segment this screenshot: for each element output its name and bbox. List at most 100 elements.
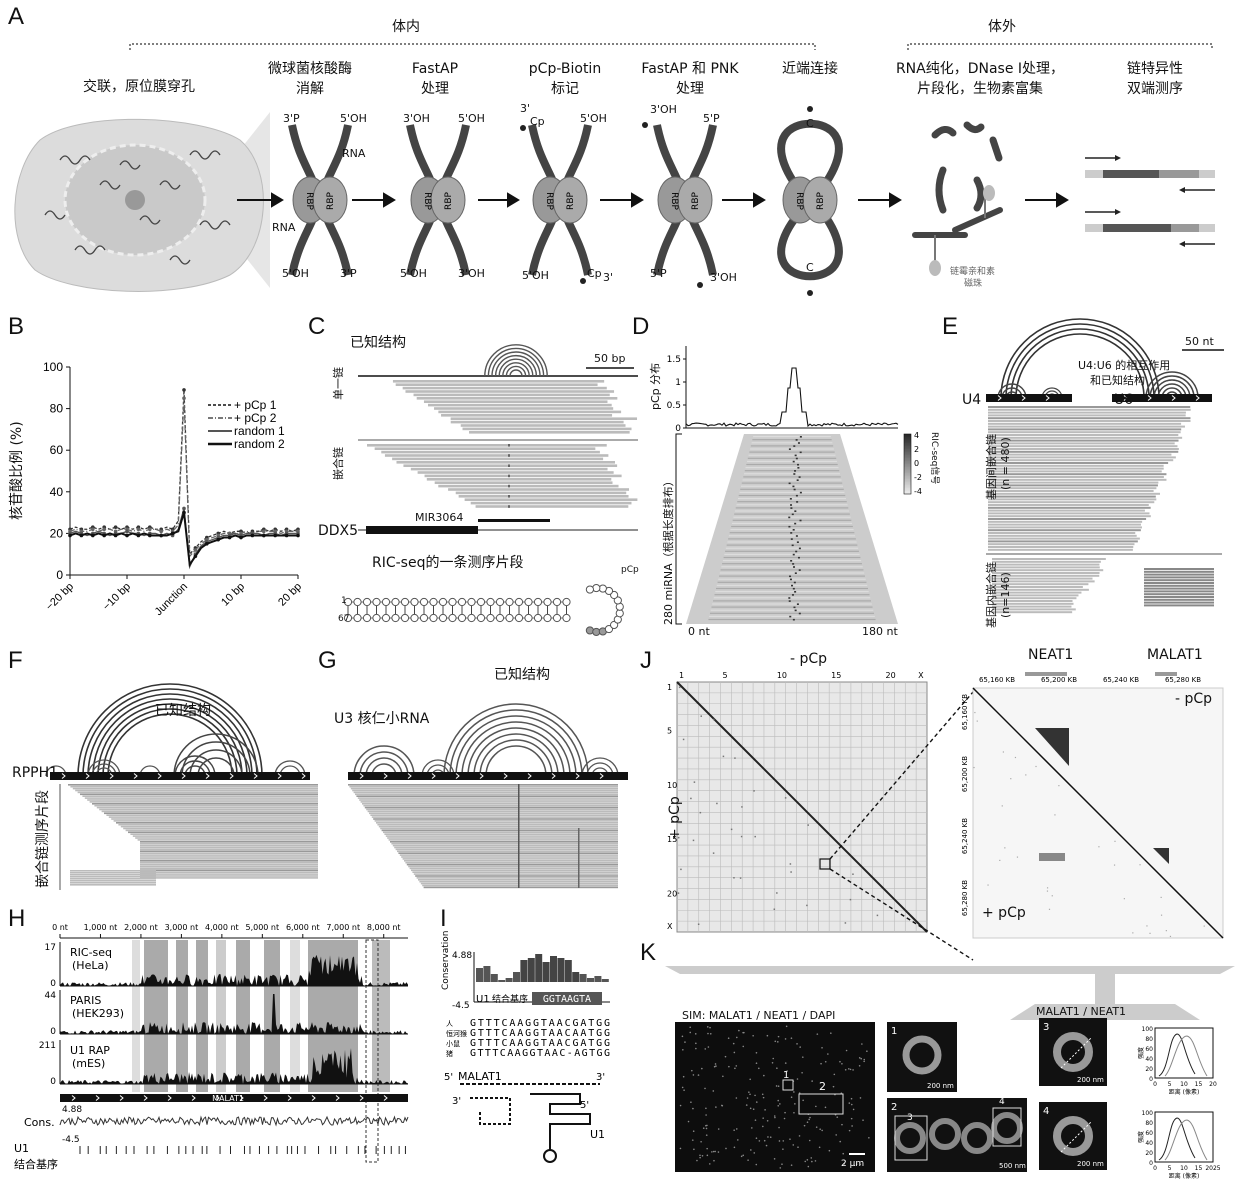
heatmap-signal	[798, 547, 801, 550]
speck	[783, 1117, 786, 1120]
heatmap-signal	[789, 575, 792, 578]
nucleotide	[552, 597, 562, 607]
plot-x-tick: 20	[1209, 1081, 1217, 1088]
j-neat1: NEAT1	[1028, 647, 1074, 663]
heatmap-row	[750, 445, 834, 447]
structure-arc	[498, 358, 534, 377]
conservation-bar	[594, 976, 602, 982]
speck	[709, 1032, 712, 1035]
colorbar-cell	[904, 455, 911, 457]
u6-arc	[1145, 371, 1199, 399]
speck	[794, 1103, 796, 1105]
speck	[786, 1070, 788, 1072]
contact-block	[1039, 853, 1065, 861]
speck	[704, 1087, 706, 1090]
backbone-chevron	[301, 773, 306, 779]
heatmap-signal	[792, 553, 795, 556]
interaction-arc	[1015, 333, 1145, 399]
conservation-bar	[498, 980, 506, 982]
speck	[682, 1048, 684, 1051]
plot-y-tick: 20	[1145, 1150, 1153, 1157]
chimeric-read-bar	[72, 787, 318, 790]
backbone-chevron	[383, 773, 388, 779]
chimeric-read-bar	[116, 822, 318, 824]
speck	[701, 1154, 704, 1157]
inter-read-bar	[988, 529, 1141, 532]
structure-arc	[491, 351, 541, 377]
neat1-domain	[1035, 728, 1069, 766]
speck	[798, 1135, 801, 1137]
speck	[816, 1033, 819, 1035]
conservation-bar	[505, 978, 513, 982]
j-plus-pcp-2: + pCp	[982, 905, 1026, 921]
structure-arc	[87, 759, 121, 777]
contact-point	[1051, 895, 1053, 897]
inter-read-bar	[988, 439, 1179, 442]
nucleotide	[391, 597, 400, 607]
structure-arc	[443, 703, 589, 777]
c-label: C	[806, 117, 814, 130]
svg-text:RBP: RBP	[444, 192, 454, 210]
backbone-chevron	[95, 1095, 100, 1101]
chimeric-read-bar	[416, 877, 618, 879]
nucleotide	[495, 613, 505, 623]
chimeric-read-bar	[417, 471, 614, 474]
backbone-chevron	[229, 773, 234, 779]
colorbar-cell	[904, 461, 911, 463]
colorbar-tick: 4	[914, 431, 919, 440]
heatmap-signal	[797, 463, 800, 466]
contact-point	[690, 797, 692, 800]
nucleotide	[562, 597, 571, 607]
nucleotide	[353, 613, 362, 623]
speck	[852, 1069, 854, 1071]
tick-label: 1,000 nt	[84, 923, 118, 932]
step-pnk-2: 处理	[676, 81, 704, 97]
structure-arc	[359, 751, 409, 777]
speck	[779, 1103, 781, 1105]
chimeric-read-bar	[384, 454, 609, 457]
tick-label: 1	[675, 378, 681, 388]
speck	[827, 1053, 829, 1055]
c-chimeric-label: 嵌合链	[332, 447, 345, 480]
speck	[814, 1160, 817, 1162]
speck	[691, 1139, 694, 1141]
u6-backbone	[1112, 394, 1212, 402]
heatmap-row	[740, 488, 844, 490]
intensity-curve	[1164, 1035, 1208, 1077]
inter-read-bar	[988, 504, 1149, 506]
i-max: 4.88	[452, 951, 472, 961]
y-tick-label: 80	[50, 402, 64, 416]
neat1-gene-bar	[1025, 672, 1067, 676]
chimeric-read-bar	[402, 858, 618, 860]
colorbar-cell	[904, 447, 911, 450]
speck	[778, 1126, 780, 1129]
nucleotide	[476, 613, 486, 623]
conservation-bar	[557, 958, 565, 982]
structure-arc	[77, 683, 263, 777]
chimeric-read-bar	[388, 839, 618, 841]
conservation-bar	[527, 958, 535, 982]
colorbar-cell	[904, 470, 911, 472]
chimeric-read-bar	[423, 886, 618, 889]
nucleotide	[457, 613, 467, 623]
chimeric-read-bar	[132, 835, 318, 837]
speck	[733, 1146, 736, 1149]
chimeric-read-bar	[363, 804, 618, 807]
speck	[755, 1101, 758, 1103]
nucleotide	[524, 613, 533, 623]
read-bar	[402, 386, 607, 390]
inter-read-bar	[988, 509, 1145, 512]
conservation-bar	[572, 972, 580, 982]
nucleotide	[353, 597, 362, 607]
speck	[836, 1116, 839, 1118]
d-x1: 180 nt	[862, 625, 898, 638]
heatmap-row	[727, 541, 857, 543]
nucleotide	[410, 597, 419, 607]
plot-x-tick: 2025	[1205, 1165, 1220, 1172]
inter-read-bar	[988, 526, 1142, 529]
contact-point	[1098, 846, 1100, 848]
speck	[687, 1120, 690, 1123]
tick-label: 0	[675, 424, 681, 434]
